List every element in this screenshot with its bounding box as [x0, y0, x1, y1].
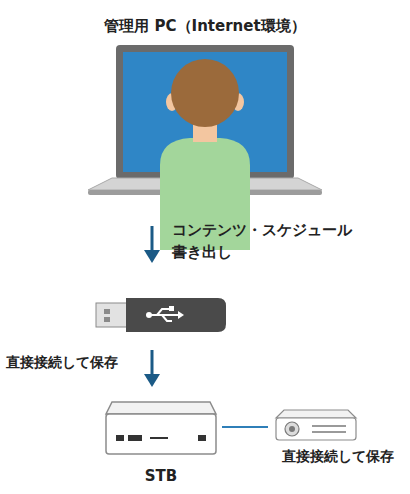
projector-lens: [285, 422, 299, 436]
stb-port: [128, 435, 142, 441]
usb-pin: [104, 317, 110, 322]
device-node: 管理用 PC（Internet環境）: [60, 16, 350, 196]
arrow-head: [144, 250, 160, 263]
stb-body: [106, 414, 216, 454]
device-node: STB: [100, 396, 222, 492]
person-hair: [171, 59, 239, 127]
projector-vent: [312, 431, 346, 433]
projector-vent: [312, 425, 346, 427]
flow-arrow: [151, 350, 154, 376]
arrow-label: 直接接続して保存: [6, 352, 146, 372]
arrow-label: コンテンツ・スケジュール 書き出し: [172, 220, 372, 264]
usb-pin: [104, 309, 110, 314]
usb-body: [126, 298, 226, 332]
projector-lens-center: [289, 426, 295, 432]
device-node: 直接接続して保存: [268, 400, 408, 478]
stb-port: [116, 435, 124, 441]
device-caption: STB: [100, 466, 222, 488]
flow-arrow: [151, 226, 154, 252]
arrow-head: [144, 374, 160, 387]
projector-body: [276, 418, 356, 440]
stb-top: [106, 402, 216, 414]
projector-top: [276, 410, 356, 418]
usb-symbol-square: [169, 306, 174, 311]
usb-symbol-dot: [146, 312, 152, 318]
stb-port: [198, 435, 206, 441]
stb-slot: [150, 437, 168, 439]
cable-line: [222, 427, 268, 428]
device-caption: 直接接続して保存: [268, 446, 408, 466]
usb-connector: [96, 303, 128, 327]
device-caption: 管理用 PC（Internet環境）: [60, 16, 350, 38]
usb-symbol-head: [178, 311, 184, 319]
